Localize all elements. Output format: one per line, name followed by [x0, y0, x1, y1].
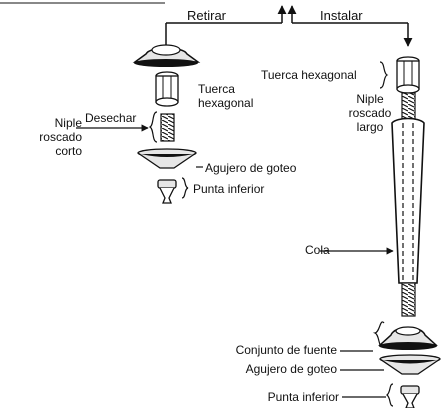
right-hex-nut	[379, 56, 420, 94]
right-leader-lines	[320, 247, 394, 398]
long-nipple-label-line3: largo	[356, 120, 384, 134]
discard-label: Desechar	[85, 111, 137, 125]
right-drip-hole-label: Agujero de goteo	[245, 362, 337, 376]
left-fountain-top	[132, 44, 201, 67]
right-bottom-tip	[386, 383, 420, 408]
install-label: Instalar	[320, 8, 363, 23]
short-nipple-label-line3: corto	[55, 144, 82, 158]
left-hex-nut-label-line1: Tuerca	[198, 82, 235, 96]
right-long-nipple-bottom	[401, 282, 416, 317]
left-short-nipple	[160, 113, 175, 142]
left-bottom-tip	[157, 177, 189, 204]
left-hex-nut-label-line2: hexagonal	[198, 96, 254, 110]
short-nipple-label-line1: Niple	[54, 116, 82, 130]
short-nipple-label-line2: roscado	[39, 130, 82, 144]
long-nipple-label-line1: Niple	[356, 92, 384, 106]
right-fountain-assembly	[372, 321, 438, 350]
long-nipple-label-line2: roscado	[348, 106, 392, 120]
left-drip-hole-label: Agujero de goteo	[205, 161, 297, 175]
right-drip-cup	[379, 354, 441, 375]
remove-label: Retirar	[187, 8, 227, 23]
left-hex-nut	[155, 71, 179, 107]
right-bottom-tip-label: Punta inferior	[267, 390, 339, 404]
left-bottom-tip-label: Punta inferior	[193, 182, 265, 196]
right-hex-nut-label: Tuerca hexagonal	[261, 68, 357, 82]
fountain-assembly-label: Conjunto de fuente	[235, 343, 337, 357]
left-drip-cup	[137, 148, 203, 169]
tail-label: Cola	[305, 243, 330, 257]
right-tail	[391, 117, 425, 284]
left-nipple-brace	[76, 111, 158, 143]
